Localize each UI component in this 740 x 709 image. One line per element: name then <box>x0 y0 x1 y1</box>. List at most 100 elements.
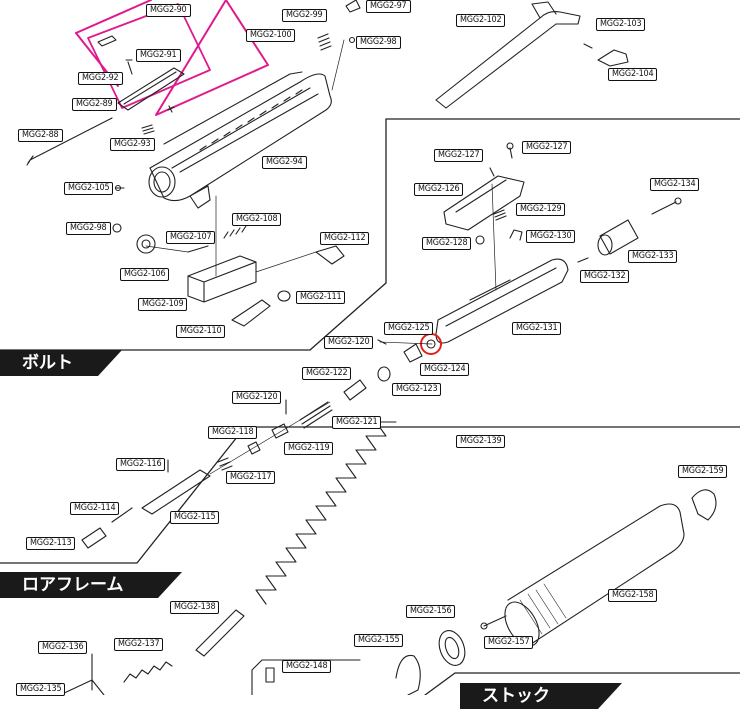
part-133-cylinder <box>599 219 639 255</box>
part-129-spring <box>493 209 507 221</box>
part-119 <box>247 441 261 455</box>
part-89-ejection-cover <box>117 67 185 111</box>
part-114-pin <box>111 507 133 523</box>
part-90 <box>97 35 117 47</box>
label-mgg2-106: MGG2-106 <box>120 268 170 281</box>
label-mgg2-103: MGG2-103 <box>596 18 646 31</box>
label-mgg2-97: MGG2-97 <box>366 0 411 13</box>
label-mgg2-116: MGG2-116 <box>116 458 166 471</box>
part-112 <box>315 245 345 265</box>
part-88-rod <box>26 117 113 166</box>
part-94-barrel-opening <box>148 166 176 198</box>
label-mgg2-132: MGG2-132 <box>580 270 630 283</box>
label-mgg2-121: MGG2-121 <box>332 416 382 429</box>
label-mgg2-113: MGG2-113 <box>26 537 76 550</box>
label-mgg2-120-lower: MGG2-120 <box>232 391 282 404</box>
label-mgg2-124: MGG2-124 <box>420 363 470 376</box>
label-mgg2-159: MGG2-159 <box>678 465 728 478</box>
label-mgg2-105: MGG2-105 <box>64 182 114 195</box>
part-98b-screw <box>112 223 122 233</box>
label-mgg2-155: MGG2-155 <box>354 634 404 647</box>
part-91 <box>125 59 133 75</box>
section-stock: ストック <box>460 683 622 709</box>
label-mgg2-98-upper: MGG2-98 <box>356 36 401 49</box>
label-mgg2-98-left: MGG2-98 <box>66 222 111 235</box>
label-mgg2-148: MGG2-148 <box>282 660 332 673</box>
label-mgg2-94: MGG2-94 <box>262 156 307 169</box>
part-148 <box>265 667 275 683</box>
label-mgg2-127-left: MGG2-127 <box>434 149 484 162</box>
part-115-rod <box>141 469 211 515</box>
part-135 <box>59 679 105 695</box>
part-99-spring <box>317 33 332 51</box>
label-mgg2-115: MGG2-115 <box>170 511 220 524</box>
part-125 <box>403 343 423 363</box>
part-126-hopup <box>443 175 525 231</box>
label-mgg2-137: MGG2-137 <box>114 638 164 651</box>
label-mgg2-119: MGG2-119 <box>284 442 334 455</box>
part-94-upper-receiver <box>149 71 332 209</box>
label-mgg2-102: MGG2-102 <box>456 14 506 27</box>
label-mgg2-120-upper: MGG2-120 <box>324 336 374 349</box>
label-mgg2-99: MGG2-99 <box>282 9 327 22</box>
label-mgg2-123: MGG2-123 <box>392 383 442 396</box>
part-113 <box>81 527 107 549</box>
part-104-latch <box>597 49 629 67</box>
label-mgg2-90: MGG2-90 <box>146 4 191 17</box>
label-mgg2-92: MGG2-92 <box>78 72 123 85</box>
label-mgg2-114: MGG2-114 <box>70 502 120 515</box>
part-122 <box>343 379 367 401</box>
label-mgg2-125: MGG2-125 <box>384 322 434 335</box>
part-137-spring <box>123 661 173 683</box>
part-111-washer <box>277 290 291 302</box>
part-94-rail-ribs <box>199 89 303 151</box>
part-156-castle-nut <box>438 630 466 666</box>
part-102-charging-handle <box>435 1 581 109</box>
part-128-screw <box>475 235 485 245</box>
part-159-end-plate <box>691 489 717 521</box>
part-130-clip <box>509 229 523 241</box>
label-mgg2-127-right: MGG2-127 <box>522 141 572 154</box>
lower-frame-panel-frame <box>0 426 740 564</box>
bolt-guide-lines <box>209 183 497 475</box>
part-134-screw <box>651 201 677 215</box>
label-mgg2-156: MGG2-156 <box>406 605 456 618</box>
part-158-tube-end <box>504 601 540 647</box>
part-158-buffer-tube <box>507 503 685 647</box>
bolt-panel-frame <box>0 118 740 351</box>
part-158-knurl <box>519 583 567 635</box>
label-mgg2-122: MGG2-122 <box>302 367 352 380</box>
part-127-screws <box>489 147 513 177</box>
part-139-main-spring <box>255 421 397 605</box>
label-mgg2-108: MGG2-108 <box>232 213 282 226</box>
part-138-spring-guide <box>195 609 245 657</box>
section-lower-frame: ロアフレーム <box>0 572 182 598</box>
label-mgg2-89: MGG2-89 <box>72 98 117 111</box>
label-mgg2-157: MGG2-157 <box>484 636 534 649</box>
part-103-pin <box>583 43 593 49</box>
part-92-screw <box>167 105 175 113</box>
label-mgg2-128: MGG2-128 <box>422 237 472 250</box>
part-157-screw <box>483 615 507 627</box>
label-mgg2-88: MGG2-88 <box>18 129 63 142</box>
label-mgg2-104: MGG2-104 <box>608 68 658 81</box>
part-109-block <box>187 255 257 303</box>
part-155-sling-plate <box>395 654 421 695</box>
label-mgg2-138: MGG2-138 <box>170 601 220 614</box>
label-mgg2-91: MGG2-91 <box>136 49 181 62</box>
part-110-lever <box>231 299 271 327</box>
label-mgg2-110: MGG2-110 <box>176 325 226 338</box>
label-mgg2-133: MGG2-133 <box>628 250 678 263</box>
section-bolt: ボルト <box>0 350 122 376</box>
stock-panel-frame <box>424 672 740 695</box>
label-mgg2-126: MGG2-126 <box>414 183 464 196</box>
label-mgg2-134: MGG2-134 <box>650 178 700 191</box>
label-mgg2-129: MGG2-129 <box>516 203 566 216</box>
label-mgg2-93: MGG2-93 <box>110 138 155 151</box>
part-118 <box>271 423 289 439</box>
part-132-pin <box>577 257 589 263</box>
label-mgg2-118: MGG2-118 <box>208 426 258 439</box>
part-131-bolt-carrier <box>435 258 569 344</box>
label-mgg2-109: MGG2-109 <box>138 298 188 311</box>
part-121-spring <box>299 401 333 429</box>
